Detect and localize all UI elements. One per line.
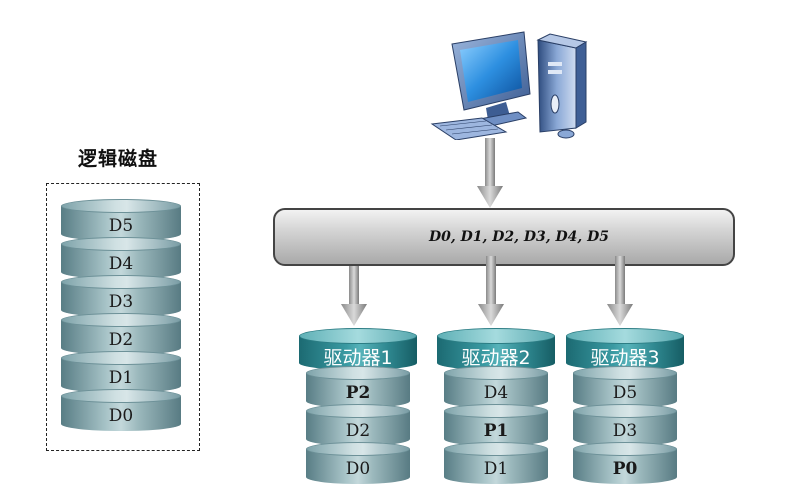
drive-1-block-d0: D0 [306,442,410,484]
drive-3-block-p0: P0 [573,442,677,484]
logical-disk-d1: D1 [61,351,181,393]
disk-label: D3 [108,292,134,312]
logical-disk-d3: D3 [61,275,181,317]
drive-2-header: 驱动器2 [437,328,555,370]
drive-2-block-p1: P1 [444,404,548,446]
drive-1-block-d2: D2 [306,404,410,446]
logical-disk-d4: D4 [61,237,181,279]
disk-label: D0 [108,406,134,426]
drive-3-block-d3: D3 [573,404,677,446]
drive-name: 驱动器2 [461,346,531,369]
logical-disk-title: 逻辑磁盘 [78,148,159,170]
bus-label: D0, D1, D2, D3, D4, D5 [428,229,610,245]
down-arrow-icon [477,138,503,208]
drive-1-header: 驱动器1 [299,328,417,370]
block-label: P1 [483,421,509,441]
logical-disk-frame [46,183,200,451]
logical-disk-d2: D2 [61,313,181,355]
down-arrow-icon [607,256,633,326]
data-bus: D0, D1, D2, D3, D4, D5 [273,208,735,266]
block-label: P2 [345,383,371,403]
computer-icon [430,31,588,140]
disk-label: D2 [108,330,134,350]
drive-3-header: 驱动器3 [566,328,684,370]
block-label: D5 [612,383,638,403]
drive-name: 驱动器1 [323,346,393,369]
block-label: D1 [483,459,509,479]
down-arrow-icon [478,256,504,326]
drive-3-block-d5: D5 [573,366,677,408]
block-label: D3 [612,421,638,441]
drive-1-block-p2: P2 [306,366,410,408]
drive-name: 驱动器3 [590,346,660,369]
disk-label: D4 [108,254,134,274]
logical-disk-d5: D5 [61,199,181,241]
disk-label: D5 [108,216,134,236]
block-label: D0 [345,459,371,479]
drive-2-block-d1: D1 [444,442,548,484]
block-label: P0 [612,459,638,479]
drive-2-block-d4: D4 [444,366,548,408]
down-arrow-icon [341,266,367,326]
block-label: D4 [483,383,509,403]
disk-label: D1 [108,368,134,388]
logical-disk-d0: D0 [61,389,181,431]
block-label: D2 [345,421,371,441]
